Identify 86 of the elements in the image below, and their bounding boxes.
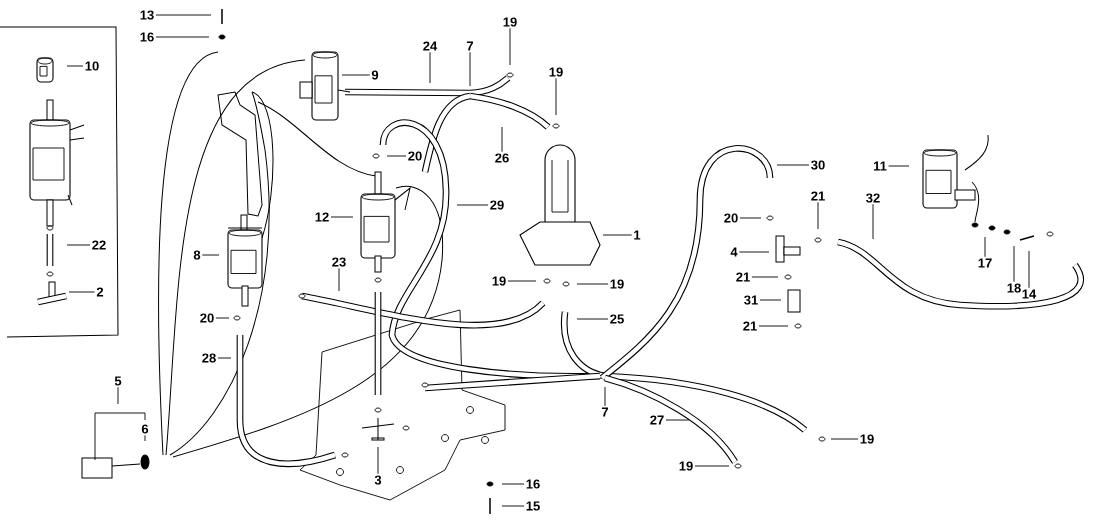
leader-line	[501, 126, 503, 153]
leader-line	[817, 201, 819, 230]
leader-line	[739, 217, 762, 219]
leader-line	[604, 386, 606, 407]
callout-number: 19	[503, 17, 517, 27]
callout-number: 14	[1022, 289, 1037, 299]
leader-line	[888, 165, 910, 167]
callout-number: 16	[526, 479, 540, 489]
callout-number: 20	[408, 151, 422, 161]
callout-number: 31	[744, 295, 758, 305]
callout-number: 16	[140, 32, 154, 42]
callout-number: 19	[610, 279, 624, 289]
callout-number: 17	[978, 258, 992, 268]
callout-number: 29	[490, 200, 504, 210]
leader-line	[217, 357, 232, 359]
leader-line	[66, 244, 91, 246]
callout-number: 1	[634, 230, 641, 240]
callout-number: 20	[724, 213, 738, 223]
leader-line	[330, 216, 354, 218]
leader-line	[576, 318, 609, 320]
leader-line	[872, 203, 874, 240]
callout-number: 8	[193, 250, 201, 260]
callout-number: 15	[526, 501, 540, 511]
callout-number: 21	[743, 321, 757, 331]
leader-line	[377, 446, 379, 475]
leader-line	[155, 14, 212, 16]
callout-number: 19	[860, 434, 874, 444]
leader-line	[509, 27, 511, 66]
callout-number: 2	[96, 287, 104, 297]
leader-line	[830, 438, 859, 440]
leader-line	[68, 291, 96, 293]
callout-number: 4	[730, 247, 738, 257]
callout-number: 20	[200, 313, 214, 323]
callout-number: 3	[374, 475, 382, 485]
leader-line	[338, 267, 340, 292]
callout-number: 21	[811, 191, 825, 201]
callout-number: 30	[811, 160, 825, 170]
leader-line	[984, 236, 986, 258]
callout-number: 7	[466, 41, 474, 51]
callout-number: 32	[866, 193, 880, 203]
callout-number: 27	[650, 415, 664, 425]
leader-line	[386, 155, 407, 157]
leader-line	[215, 317, 230, 319]
callout-number: 19	[492, 276, 506, 286]
leader-line	[456, 204, 489, 206]
callout-number: 25	[610, 314, 624, 324]
leader-line	[66, 65, 84, 67]
callout-number: 26	[495, 153, 509, 163]
leader-line	[555, 77, 557, 116]
leader-line	[759, 299, 782, 301]
leader-line	[1028, 250, 1030, 289]
callout-number: 19	[549, 67, 563, 77]
leader-line	[776, 164, 810, 166]
leader-line	[576, 283, 609, 285]
leader-line	[665, 419, 690, 421]
callout-number: 10	[85, 61, 99, 71]
leader-line	[694, 465, 730, 467]
callout-number: 21	[736, 272, 750, 282]
leader-line	[1013, 245, 1015, 283]
callout-number: 9	[371, 70, 379, 80]
callout-number: 22	[92, 240, 106, 250]
callout-number: 18	[1007, 283, 1021, 293]
callout-number: 19	[679, 461, 693, 471]
callout-number: 24	[423, 41, 438, 51]
leader-line	[117, 386, 119, 405]
leader-line	[341, 74, 371, 76]
leader-line	[507, 280, 537, 282]
callout-number: 6	[141, 424, 149, 434]
leader-line	[501, 483, 525, 485]
callout-number: 12	[315, 212, 329, 222]
callout-number: 13	[140, 10, 154, 20]
leader-line	[501, 505, 525, 507]
callout-number: 28	[202, 353, 216, 363]
leader-line	[469, 51, 471, 87]
leader-line	[429, 51, 431, 84]
leader-line	[155, 36, 210, 38]
leader-line	[144, 434, 146, 442]
leader-line	[602, 234, 633, 236]
leader-line	[751, 276, 779, 278]
leader-line	[201, 254, 220, 256]
callout-number: 5	[114, 376, 122, 386]
leader-line	[738, 251, 770, 253]
leader-line	[758, 325, 789, 327]
callout-number: 7	[601, 407, 609, 417]
callout-number: 23	[332, 257, 346, 267]
callout-number: 11	[873, 161, 887, 171]
